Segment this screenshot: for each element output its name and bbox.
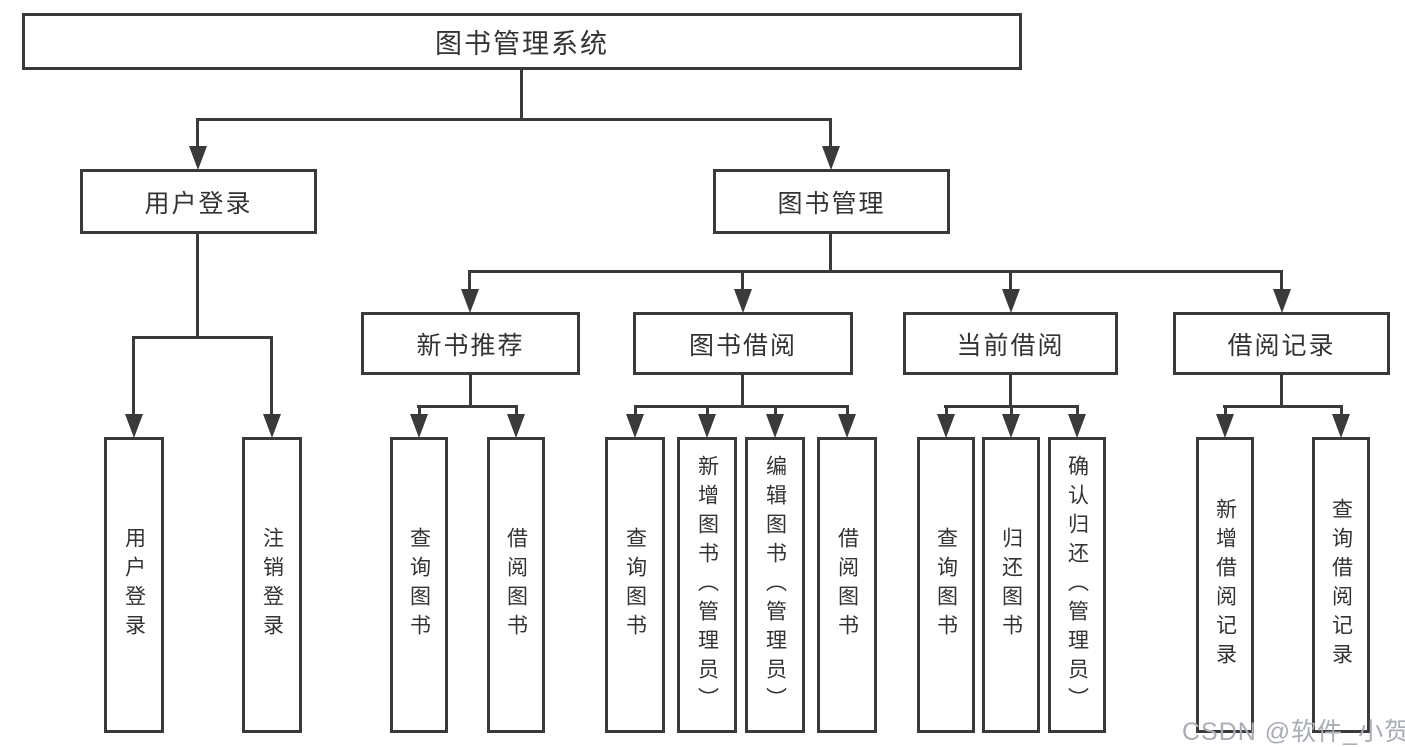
- connector-line: [417, 405, 518, 408]
- connector-line: [741, 270, 744, 292]
- connector-line: [132, 336, 273, 339]
- leaf-add-borrow-record: 新增借阅记录: [1196, 437, 1254, 733]
- leaf-logout: 注销登录: [242, 437, 302, 733]
- leaf-label: 查询借阅记录: [1329, 498, 1353, 672]
- connector-line: [829, 118, 832, 150]
- node-book-management: 图书管理: [713, 169, 950, 234]
- node-label: 当前借阅: [956, 331, 1065, 360]
- node-label: 借阅记录: [1227, 331, 1336, 360]
- connector-line: [1010, 405, 1013, 417]
- node-borrow-records: 借阅记录: [1173, 312, 1390, 375]
- node-label: 新书推荐: [416, 331, 525, 360]
- connector-line: [634, 405, 848, 408]
- connector-line: [829, 234, 832, 272]
- arrowhead-down-icon: [838, 414, 856, 438]
- watermark-text: CSDN @软件_小贺同学: [1182, 718, 1405, 746]
- arrowhead-down-icon: [189, 146, 207, 170]
- leaf-label: 借阅图书: [835, 527, 859, 643]
- node-user-login: 用户登录: [80, 169, 317, 234]
- connector-line: [515, 405, 518, 417]
- node-book-borrow: 图书借阅: [633, 312, 853, 375]
- node-new-book-recommend: 新书推荐: [361, 312, 580, 375]
- leaf-query-borrow-record: 查询借阅记录: [1312, 437, 1370, 733]
- connector-line: [846, 405, 849, 417]
- leaf-label: 注销登录: [260, 527, 284, 643]
- arrowhead-down-icon: [1332, 414, 1350, 438]
- leaf-return-book: 归还图书: [982, 437, 1040, 733]
- connector-line: [1280, 375, 1283, 407]
- node-label: 图书借阅: [688, 331, 797, 360]
- leaf-borrow-books: 借阅图书: [817, 437, 877, 733]
- leaf-label: 用户登录: [122, 527, 146, 643]
- leaf-label: 借阅图书: [504, 527, 528, 643]
- arrowhead-down-icon: [1216, 414, 1234, 438]
- leaf-query-books-borrow: 查询图书: [605, 437, 665, 733]
- connector-line: [132, 336, 135, 416]
- connector-line: [468, 270, 1283, 273]
- arrowhead-down-icon: [734, 289, 752, 313]
- arrowhead-down-icon: [822, 146, 840, 170]
- arrowhead-down-icon: [1002, 289, 1020, 313]
- arrowhead-down-icon: [263, 414, 281, 438]
- connector-line: [1340, 405, 1343, 417]
- arrowhead-down-icon: [125, 414, 143, 438]
- node-label: 图书管理系统: [435, 29, 609, 59]
- connector-line: [520, 70, 523, 120]
- connector-line: [1076, 405, 1079, 417]
- arrowhead-down-icon: [1273, 289, 1291, 313]
- arrowhead-down-icon: [410, 414, 428, 438]
- connector-line: [706, 405, 709, 417]
- connector-line: [270, 336, 273, 416]
- connector-line: [774, 405, 777, 417]
- connector-line: [468, 270, 471, 292]
- leaf-label: 查询图书: [934, 527, 958, 643]
- connector-line: [1009, 375, 1012, 407]
- leaf-label: 确认归还（管理员）: [1065, 454, 1089, 716]
- arrowhead-down-icon: [1068, 414, 1086, 438]
- connector-line: [1223, 405, 1342, 408]
- connector-line: [741, 375, 744, 407]
- leaf-user-login: 用户登录: [104, 437, 164, 733]
- leaf-confirm-return-admin: 确认归还（管理员）: [1048, 437, 1106, 733]
- arrowhead-down-icon: [698, 414, 716, 438]
- leaf-label: 查询图书: [623, 527, 647, 643]
- leaf-label: 新增图书（管理员）: [695, 454, 719, 716]
- arrowhead-down-icon: [937, 414, 955, 438]
- leaf-borrow-books-recommend: 借阅图书: [487, 437, 545, 733]
- node-current-borrow: 当前借阅: [903, 312, 1118, 375]
- connector-line: [418, 405, 421, 417]
- connector-line: [945, 405, 948, 417]
- node-library-management-system: 图书管理系统: [22, 13, 1022, 70]
- connector-line: [196, 118, 199, 150]
- arrowhead-down-icon: [626, 414, 644, 438]
- connector-line: [469, 375, 472, 407]
- node-label: 用户登录: [144, 189, 253, 218]
- connector-line: [1009, 270, 1012, 292]
- connector-line: [634, 405, 637, 417]
- leaf-query-books-current: 查询图书: [917, 437, 975, 733]
- leaf-label: 编辑图书（管理员）: [763, 454, 787, 716]
- connector-line: [196, 118, 832, 121]
- leaf-query-books-recommend: 查询图书: [390, 437, 448, 733]
- leaf-edit-book-admin: 编辑图书（管理员）: [745, 437, 805, 733]
- leaf-label: 查询图书: [407, 527, 431, 643]
- leaf-label: 归还图书: [999, 527, 1023, 643]
- connector-line: [196, 234, 199, 338]
- leaf-add-book-admin: 新增图书（管理员）: [677, 437, 737, 733]
- arrowhead-down-icon: [461, 289, 479, 313]
- arrowhead-down-icon: [766, 414, 784, 438]
- connector-line: [1224, 405, 1227, 417]
- node-label: 图书管理: [777, 189, 886, 218]
- leaf-label: 新增借阅记录: [1213, 498, 1237, 672]
- arrowhead-down-icon: [1002, 414, 1020, 438]
- connector-line: [1280, 270, 1283, 292]
- arrowhead-down-icon: [507, 414, 525, 438]
